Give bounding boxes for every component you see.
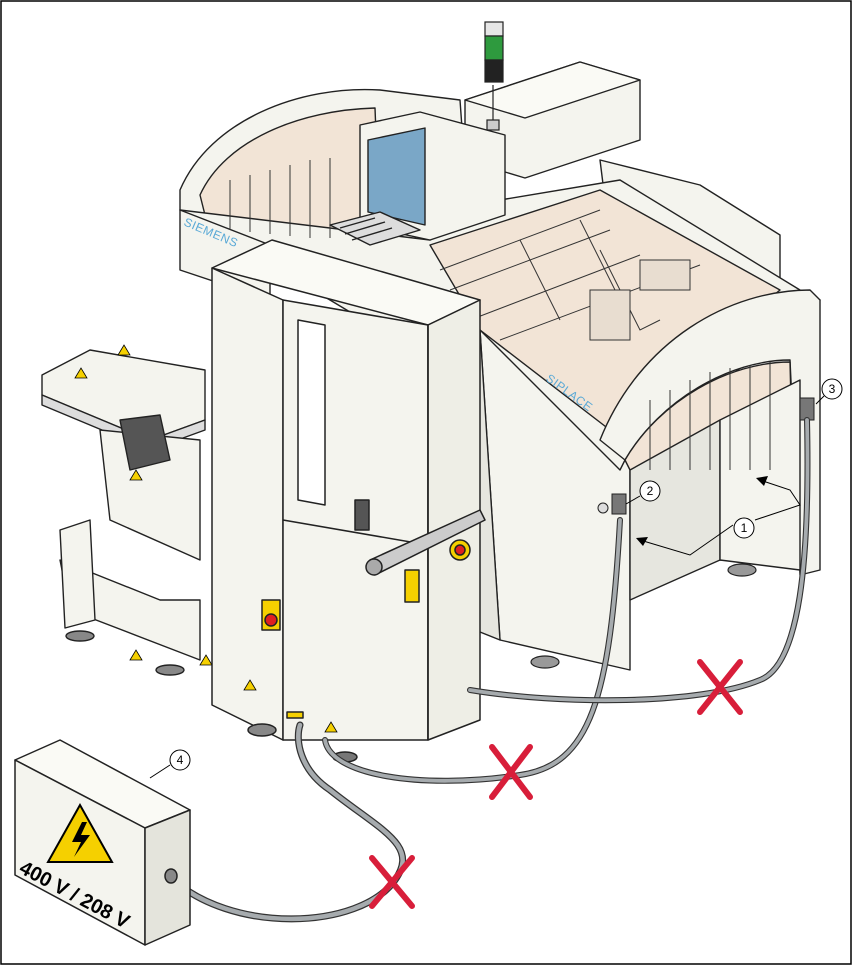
callout-3-number: 3 (829, 382, 836, 396)
callout-1: 1 (734, 518, 754, 538)
callout-1-number: 1 (741, 521, 748, 535)
callout-4-number: 4 (177, 753, 184, 767)
control-cabinet (212, 240, 485, 762)
callout-3: 3 (822, 379, 842, 399)
callout-4: 4 (170, 750, 190, 770)
callout-2: 2 (640, 481, 660, 501)
callout-2-number: 2 (647, 484, 654, 498)
